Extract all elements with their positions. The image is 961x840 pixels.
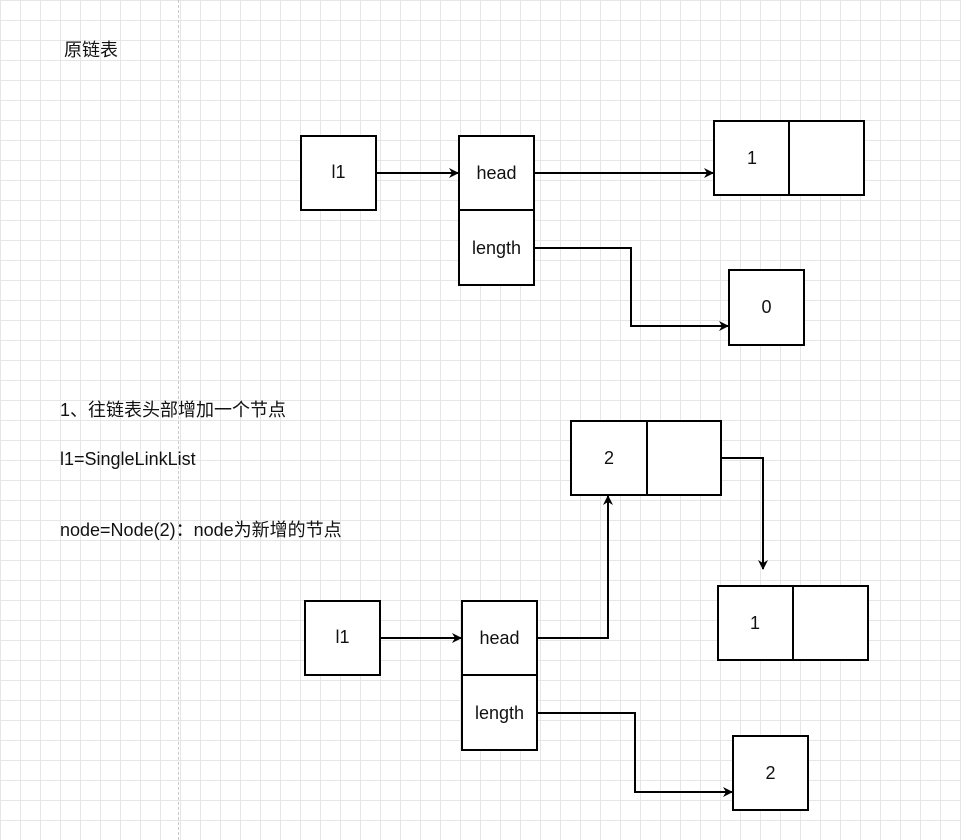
- s2-length-value: 2: [765, 763, 775, 783]
- s1-length-value-box: 0: [728, 269, 805, 346]
- s1-head-field: head: [476, 163, 516, 183]
- s2-list-object: head length: [461, 600, 538, 751]
- s2-old-node-value: 1: [750, 613, 760, 633]
- s2-node-1: 1: [717, 585, 869, 661]
- s2-new-node-2: 2: [570, 420, 722, 496]
- s1-list-object: head length: [458, 135, 535, 286]
- code-line-l1: l1=SingleLinkList: [60, 449, 196, 469]
- s2-arrow-length-to-value: [537, 712, 733, 797]
- s2-var-label: l1: [335, 627, 349, 647]
- s2-length-value-box: 2: [732, 735, 809, 811]
- s1-var-label: l1: [331, 162, 345, 182]
- s2-arrow-new-node-to-old-node: [721, 457, 768, 570]
- s1-arrow-length-to-value: [534, 247, 729, 331]
- section2-title: 1、往链表头部增加一个节点: [60, 400, 287, 420]
- s2-arrow-head-to-new-node: [537, 495, 613, 639]
- dashed-guide-line: [178, 0, 179, 840]
- s2-head-field: head: [479, 628, 519, 648]
- s1-var-box: l1: [300, 135, 377, 211]
- s2-new-node-value: 2: [604, 448, 614, 468]
- s1-length-field: length: [472, 238, 521, 258]
- s1-length-value: 0: [761, 297, 771, 317]
- s2-var-box: l1: [304, 600, 381, 676]
- s1-node-1-value: 1: [747, 148, 757, 168]
- s1-node-1: 1: [713, 120, 865, 196]
- code-line-node: node=Node(2)：node为新增的节点: [60, 520, 342, 540]
- s2-length-field: length: [475, 703, 524, 723]
- section1-title: 原链表: [64, 40, 118, 60]
